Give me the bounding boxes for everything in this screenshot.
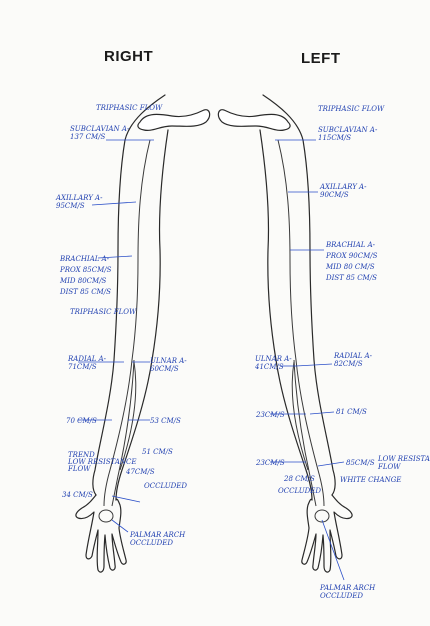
right-note-low-val: 34 CM/S bbox=[62, 491, 93, 499]
left-note-white-change: WHITE CHANGE bbox=[340, 476, 401, 484]
right-note-triphasic-top: TRIPHASIC FLOW bbox=[96, 104, 162, 112]
left-note-low-resistance: LOW RESISTANCE FLOW bbox=[378, 455, 430, 471]
right-note-subclavian: SUBCLAVIAN A- 137 CM/S bbox=[70, 125, 129, 141]
left-note-small-val: 28 CM/S bbox=[284, 475, 315, 483]
left-note-triphasic-top: TRIPHASIC FLOW bbox=[318, 105, 384, 113]
left-note-radial-dist: 81 CM/S bbox=[336, 408, 367, 416]
left-note-ulnar-wrist: 23CM/S bbox=[256, 459, 285, 467]
left-note-subclavian: SUBCLAVIAN A- 115CM/S bbox=[318, 126, 377, 142]
right-note-radial-dist: 70 CM/S bbox=[66, 417, 97, 425]
right-note-ulnar-dist: 53 CM/S bbox=[150, 417, 181, 425]
right-note-palmar: PALMAR ARCH OCCLUDED bbox=[130, 531, 185, 547]
right-note-axillary: AXILLARY A- 95CM/S bbox=[56, 194, 102, 210]
left-clavicle bbox=[218, 110, 290, 131]
left-note-palmar: PALMAR ARCH OCCLUDED bbox=[320, 584, 375, 600]
left-note-ulnar-dist: 23CM/S bbox=[256, 411, 285, 419]
right-note-radial: RADIAL A- 71CM/S bbox=[68, 355, 106, 371]
right-note-occluded: OCCLUDED bbox=[144, 482, 187, 490]
right-note-ulnar: ULNAR A- 60CM/S bbox=[150, 357, 187, 373]
right-arm bbox=[76, 95, 210, 572]
left-note-occluded: OCCLUDED bbox=[278, 487, 321, 495]
heading-right: RIGHT bbox=[104, 48, 153, 65]
left-arm bbox=[218, 95, 352, 572]
left-note-radial: RADIAL A- 82CM/S bbox=[334, 352, 372, 368]
right-clavicle bbox=[138, 110, 210, 131]
right-note-triphasic-mid: TRIPHASIC FLOW bbox=[70, 308, 136, 316]
right-note-ulnar-wrist: 51 CM/S bbox=[142, 448, 173, 456]
right-hand bbox=[76, 495, 126, 572]
left-note-axillary: AXILLARY A- 90CM/S bbox=[320, 183, 366, 199]
right-note-wrist-val: 47CM/S bbox=[126, 468, 155, 476]
left-note-ulnar: ULNAR A- 41CM/S bbox=[255, 355, 292, 371]
left-note-brachial: BRACHIAL A- PROX 90CM/S MID 80 CM/S DIST… bbox=[326, 240, 377, 284]
right-note-brachial: BRACHIAL A- PROX 85CM/S MID 80CM/S DIST … bbox=[60, 254, 111, 298]
left-note-wrist-val: 85CM/S bbox=[346, 459, 375, 467]
heading-left: LEFT bbox=[301, 50, 341, 67]
